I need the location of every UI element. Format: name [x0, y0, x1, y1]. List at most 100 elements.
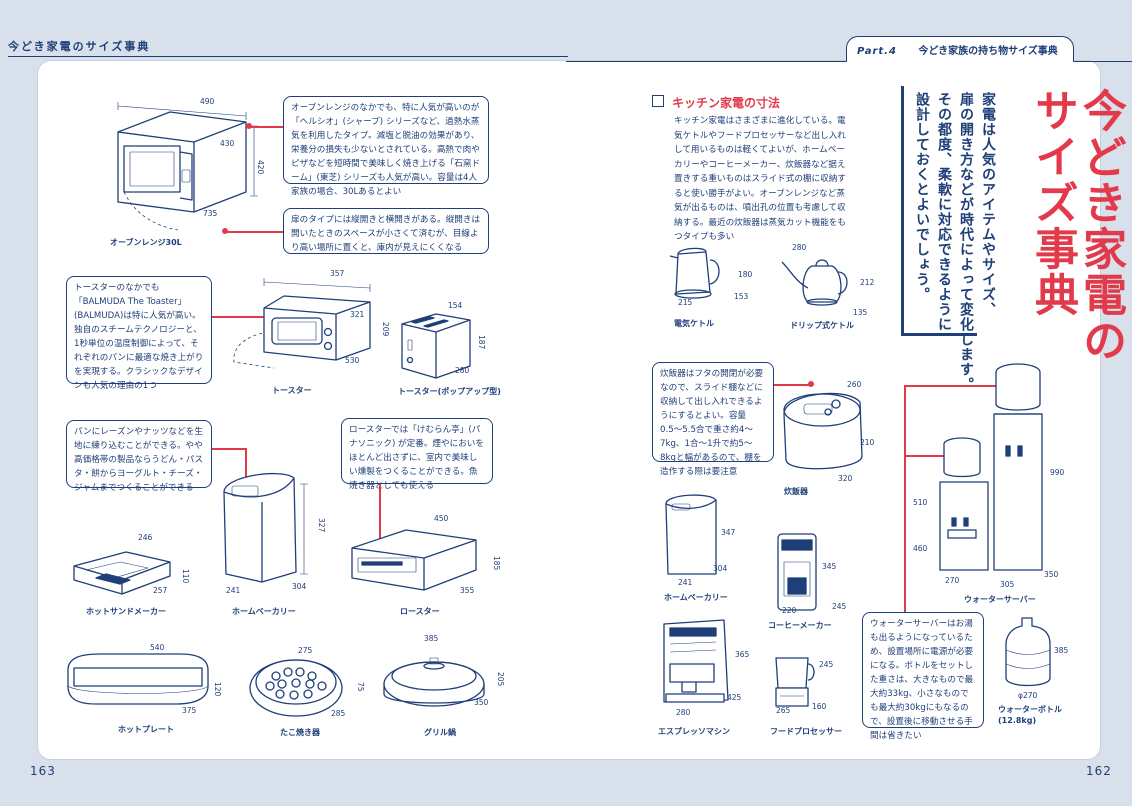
drip-depth: 135	[853, 308, 868, 317]
takoyaki-depth: 285	[331, 709, 346, 718]
espresso-depth: 425	[727, 693, 742, 702]
coffee-width: 220	[782, 606, 797, 615]
server-w2: 305	[1000, 580, 1015, 589]
bakery-height: 327	[317, 518, 326, 533]
toaster-label: トースター	[272, 386, 312, 395]
kettle-width: 215	[678, 298, 693, 307]
bottle-diameter: φ270	[1018, 691, 1038, 700]
coffee-depth: 245	[832, 602, 847, 611]
drip-width: 280	[792, 243, 807, 252]
server-marker-line-1	[904, 385, 1008, 387]
server-w1: 270	[945, 576, 960, 585]
bakery-callout-line	[212, 448, 246, 450]
toaster-callout-line	[212, 316, 264, 318]
hotplate-height: 120	[213, 682, 222, 697]
toaster-illustration	[233, 278, 371, 369]
toaster-callout: トースターのなかでも「BALMUDA The Toaster」(BALMUDA)…	[66, 276, 212, 391]
hotsand-depth: 257	[153, 586, 168, 595]
roaster-illustration	[351, 529, 477, 591]
bottle-height: 385	[1054, 646, 1069, 655]
page-title: 今どき家電の サイズ事典	[1027, 88, 1126, 364]
popup-depth: 280	[455, 366, 470, 375]
kettle-label: 電気ケトル	[674, 319, 714, 328]
coffee-maker-illustration	[777, 533, 817, 611]
hotplate-width: 540	[150, 643, 165, 652]
kettle-height: 180	[738, 270, 753, 279]
processor-label: フードプロセッサー	[770, 727, 842, 736]
hb2-label: ホームベーカリー	[664, 593, 728, 602]
server-marker-line-2	[904, 455, 956, 457]
espresso-height: 365	[735, 650, 750, 659]
oven-door-line	[226, 231, 283, 233]
popup-width: 154	[448, 301, 463, 310]
oven-illustration	[117, 102, 258, 231]
rice-height: 210	[860, 438, 875, 447]
bottle-label: ウォーターボトル (12.8kg)	[998, 705, 1062, 725]
food-processor-illustration	[775, 657, 815, 707]
grill-depth: 350	[474, 698, 489, 707]
processor-depth: 160	[812, 702, 827, 711]
rice-label: 炊飯器	[784, 487, 808, 496]
takoyaki-height: 75	[356, 682, 365, 692]
drip-label: ドリップ式ケトル	[790, 321, 854, 330]
processor-height: 245	[819, 660, 834, 669]
oven-callout-dot	[246, 123, 252, 129]
hotplate-depth: 375	[182, 706, 197, 715]
kettle-depth: 153	[734, 292, 749, 301]
toaster-height: 209	[381, 322, 390, 337]
grill-pot-illustration	[383, 657, 485, 707]
running-title-left: 今どき家電のサイズ事典	[8, 40, 151, 53]
server-h3: 460	[913, 544, 928, 553]
oven-width: 490	[200, 97, 215, 106]
title-frame	[901, 86, 977, 334]
hotsand-width: 246	[138, 533, 153, 542]
running-title-right: 今どき家族の持ち物サイズ事典	[918, 46, 1058, 57]
coffee-height: 345	[822, 562, 837, 571]
checkbox-icon	[652, 95, 664, 107]
popup-toaster-illustration	[401, 313, 471, 379]
roaster-label: ロースター	[400, 607, 440, 616]
drip-height: 212	[860, 278, 875, 287]
home-bakery-illustration	[665, 494, 717, 575]
server-h2: 510	[913, 498, 928, 507]
bakery-illustration	[223, 472, 308, 583]
bakery-width: 241	[226, 586, 241, 595]
hb2-height: 347	[721, 528, 736, 537]
hotsand-illustration	[73, 551, 171, 595]
grill-height: 205	[496, 672, 505, 687]
rice-callout: 炊飯器はフタの開閉が必要なので、スライド棚などに収納して出し入れできるようにする…	[652, 362, 774, 477]
electric-kettle-illustration	[669, 247, 720, 299]
drip-kettle-illustration	[781, 259, 848, 306]
oven-label: オーブンレンジ30L	[110, 238, 182, 247]
hotsand-label: ホットサンドメーカー	[86, 607, 166, 616]
server-label: ウォーターサーバー	[964, 595, 1036, 604]
toaster-width: 357	[330, 269, 345, 278]
toaster-depth: 321	[350, 310, 365, 319]
popup-label: トースター(ポップアップ型)	[398, 387, 501, 396]
bakery-callout-line-v	[245, 448, 247, 482]
roaster-depth: 355	[460, 586, 475, 595]
toaster-depth-open: 530	[345, 356, 360, 365]
water-bottle-illustration	[1005, 617, 1051, 687]
espresso-label: エスプレッソマシン	[658, 727, 730, 736]
rice-width: 260	[847, 380, 862, 389]
kitchen-body: キッチン家電はさまざまに進化している。電気ケトルやフードプロセッサーなど出し入れ…	[674, 116, 846, 242]
grill-width: 385	[424, 634, 439, 643]
server-marker-line-v	[904, 385, 906, 615]
oven-door-callout: 扉のタイプには縦開きと横開きがある。縦開きは開いたときのスペースが小さくて済むが…	[283, 208, 489, 254]
espresso-width: 280	[676, 708, 691, 717]
oven-height: 420	[256, 160, 265, 175]
title-frame-bottom	[901, 333, 977, 336]
server-depth: 350	[1044, 570, 1059, 579]
part-number: Part.4	[857, 46, 897, 57]
oven-callout-line	[250, 126, 283, 128]
espresso-illustration	[663, 619, 729, 703]
page-number-right: 162	[1086, 764, 1112, 778]
header-rule-left	[8, 56, 568, 57]
oven-callout: オーブンレンジのなかでも、特に人気が高いのが「ヘルシオ」(シャープ) シリーズな…	[283, 96, 489, 197]
rice-callout-line	[774, 384, 810, 386]
title-subtitle: 家電は人気のアイテムやサイズ、 扉の開き方などが時代によって変化します。 その都…	[914, 92, 996, 392]
roaster-width: 450	[434, 514, 449, 523]
part-tab: Part.4 今どき家族の持ち物サイズ事典	[846, 36, 1074, 62]
takoyaki-illustration	[249, 659, 343, 717]
